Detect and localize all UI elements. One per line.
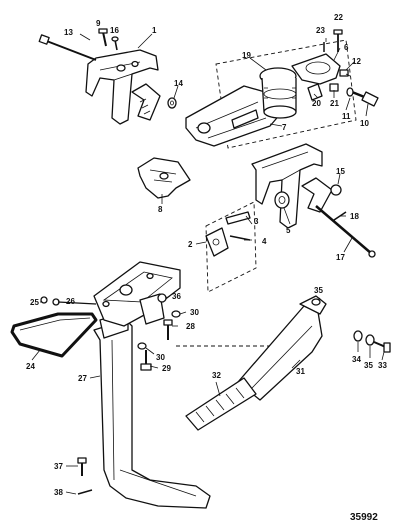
callout-27: 27 [78,374,87,383]
part-38-pin [77,489,93,495]
part-3-spring [225,211,251,225]
callout-17: 17 [336,253,345,262]
callout-19: 19 [242,51,251,60]
part-12-nut [339,69,349,77]
callout-36: 36 [172,292,181,301]
callout-30-lower: 30 [156,353,165,362]
callout-37: 37 [54,462,63,471]
part-13-clamp-screw [38,34,97,61]
part-35-washer-lower [365,334,375,346]
callout-22: 22 [334,13,343,22]
callout-5: 5 [286,226,291,235]
callout-25: 25 [30,298,39,307]
callout-24: 24 [26,362,35,371]
part-20-clamp [307,83,323,101]
callout-10: 10 [360,119,369,128]
part-24-bracket-handle [10,312,98,358]
callout-28: 28 [186,322,195,331]
part-10-lock-bolt [351,90,379,107]
callout-9: 9 [96,19,101,28]
part-32-grip [185,377,257,431]
callout-32: 32 [212,371,221,380]
part-28-bolt [163,319,173,340]
part-9-screw [98,28,108,47]
part-8-mount-bracket [137,157,191,199]
callout-20: 20 [312,99,321,108]
callout-31: 31 [296,367,305,376]
part-11-washer [346,87,354,97]
part-35-washer-upper [311,298,321,306]
part-16-screw [111,36,119,51]
part-37-bolt [77,457,87,476]
callout-38: 38 [54,488,63,497]
callout-15: 15 [336,167,345,176]
figure-number: 35992 [350,512,378,523]
callout-2: 2 [188,240,193,249]
callout-3: 3 [254,217,259,226]
leader-lines [31,33,385,495]
part-2-plate [205,227,229,257]
part-14-washer [167,97,177,109]
callout-11: 11 [342,112,351,121]
part-1-clamp-bracket-left [85,49,161,125]
part-5-clamp-bracket-right [251,143,333,229]
part-25-screw [40,296,48,304]
callout-30-upper: 30 [190,308,199,317]
part-21-nut [329,83,339,92]
callout-23: 23 [316,26,325,35]
part-30-washer-upper [171,310,181,318]
callout-21: 21 [330,99,339,108]
callout-33: 33 [378,361,387,370]
part-7-swivel-bracket [185,85,283,147]
callout-34: 34 [352,355,361,364]
callout-26: 26 [66,297,75,306]
callout-7: 7 [282,123,287,132]
callout-18: 18 [350,212,359,221]
callout-8: 8 [158,205,163,214]
part-33-bolt [373,341,391,353]
part-4-pin [229,235,251,241]
callout-1: 1 [152,26,157,35]
part-15-nut [330,184,342,196]
part-17-rod [315,205,376,258]
dashed-outline-lower [205,201,257,293]
part-27-driveshaft-housing [93,311,211,509]
part-30-washer-lower [137,342,147,350]
callout-6: 6 [344,43,349,52]
callout-14: 14 [174,79,183,88]
part-29-bolt [140,350,152,371]
part-34-washer [353,330,363,342]
callout-4: 4 [262,237,267,246]
part-36-nut [157,293,167,303]
callout-35-lower: 35 [364,361,373,370]
part-19-steering-cup [259,67,297,119]
callout-29: 29 [162,364,171,373]
callout-13: 13 [64,28,73,37]
callout-labels: 1 2 3 4 5 6 7 8 9 10 11 12 13 14 15 16 1… [26,13,387,497]
part-31-tiller-arm [237,295,327,401]
part-26-washer [52,298,97,306]
callout-16: 16 [110,26,119,35]
callout-12: 12 [352,57,361,66]
part-adapter-plate [93,261,181,327]
callout-35-upper: 35 [314,286,323,295]
part-22-screw [333,29,343,52]
part-6-clamp-ring [291,53,341,85]
